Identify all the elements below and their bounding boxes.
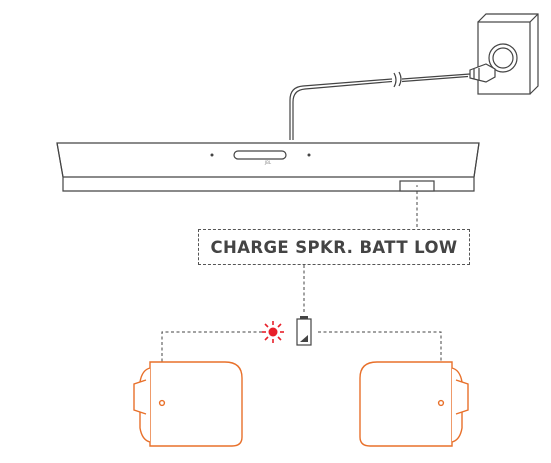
low-battery-icon <box>296 316 312 346</box>
top-control-panel <box>233 150 287 160</box>
right-speaker-led <box>437 399 445 407</box>
soundbar <box>56 142 480 192</box>
display-dots <box>416 185 418 187</box>
top-led-left <box>210 153 214 157</box>
soundbar-brand-logo: JBL <box>264 160 272 165</box>
power-plug-icon <box>469 63 496 83</box>
status-message-box: CHARGE SPKR. BATT LOW <box>198 229 470 265</box>
left-speaker <box>133 361 243 447</box>
left-speaker-led <box>158 399 166 407</box>
red-blinking-light-icon <box>262 321 284 343</box>
right-speaker <box>359 361 469 447</box>
power-cable <box>289 71 471 140</box>
status-message: CHARGE SPKR. BATT LOW <box>210 237 458 257</box>
top-led-right <box>307 153 311 157</box>
wall-outlet-icon <box>477 13 539 95</box>
